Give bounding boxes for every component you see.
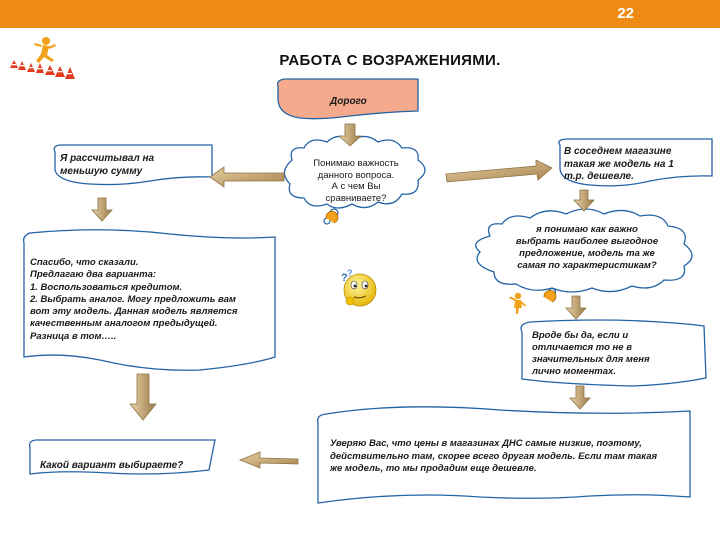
label-thanks-offer: Спасибо, что сказали. Предлагаю два вари… <box>30 257 238 342</box>
thought-cloud-important <box>475 208 693 293</box>
arrow-down-2 <box>91 197 113 222</box>
runner-logo-icon <box>10 37 75 79</box>
box-seems-same <box>520 319 707 387</box>
label-important-choice: я понимаю как важно выбрать наиболее выг… <box>515 224 659 271</box>
slide-number: 22 <box>617 5 634 22</box>
box-neighbor-store <box>558 138 713 187</box>
arrow-down-4 <box>565 295 587 320</box>
label-which-option: Какой вариант выбираете? <box>40 460 184 471</box>
arrow-down-1 <box>337 123 363 147</box>
objection-box <box>277 78 419 120</box>
arrow-down-3 <box>573 189 595 212</box>
svg-text:?: ? <box>347 268 353 278</box>
thinking-smiley-icon: ? ? <box>341 268 377 307</box>
box-thanks-offer <box>22 229 276 371</box>
box-which-option <box>28 439 216 475</box>
arrow-left-1 <box>209 166 285 188</box>
box-assure-prices <box>317 406 691 504</box>
thought-cloud-understand <box>283 135 426 209</box>
label-assure-prices: Уверяю Вас, что цены в магазинах ДНС сам… <box>330 438 658 474</box>
thought-bubble-icon <box>325 210 339 224</box>
svg-text:?: ? <box>341 272 348 284</box>
label-neighbor-store: В соседнем магазине такая же модель на 1… <box>564 146 674 182</box>
arrow-left-2 <box>238 451 299 469</box>
label-understand: Понимаю важность данного вопроса. А с че… <box>313 158 399 204</box>
label-seems-same: Вроде бы да, если и отличается то не в з… <box>532 330 650 377</box>
slide-title: РАБОТА С ВОЗРАЖЕНИЯМИ. <box>279 52 501 69</box>
label-objection: Дорого <box>330 96 367 107</box>
thinking-figure-icon <box>509 292 526 314</box>
arrow-down-5 <box>129 373 157 421</box>
box-expected-less <box>53 144 213 186</box>
arrow-right-1 <box>445 159 553 183</box>
label-expected-less: Я рассчитывал на меньшую сумму <box>60 153 155 177</box>
top-bar <box>0 0 720 28</box>
arrow-down-6 <box>569 385 591 410</box>
thought-bubble-icon-2 <box>543 289 557 303</box>
